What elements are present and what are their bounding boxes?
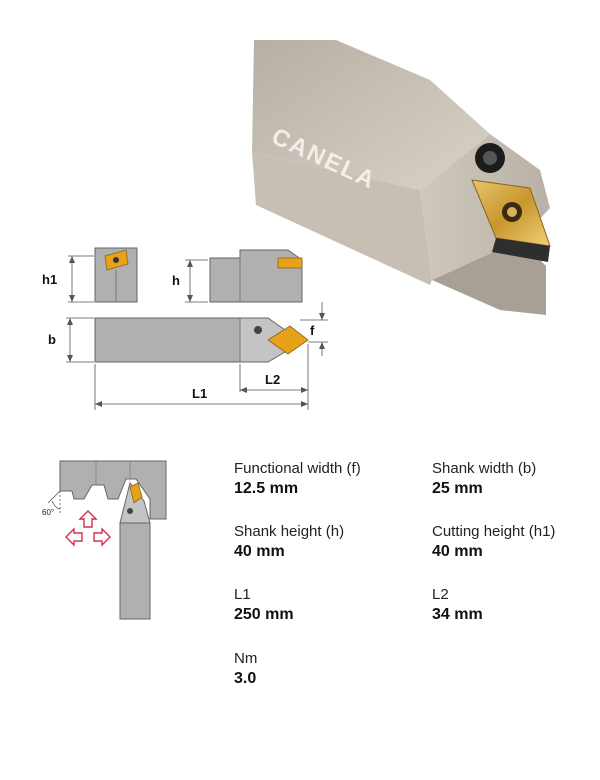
spec-functional-width: Functional width (f) 12.5 mm xyxy=(234,460,361,498)
side-view xyxy=(209,249,303,303)
angle-label: 60° xyxy=(42,508,54,517)
spec-L1: L1 250 mm xyxy=(234,586,294,624)
application-diagram: 60° xyxy=(42,460,167,620)
spec-value: 12.5 mm xyxy=(234,480,299,497)
spec-label: L1 xyxy=(234,586,251,603)
feed-direction-arrows-icon xyxy=(65,510,111,547)
spec-shank-height: Shank height (h) 40 mm xyxy=(234,523,344,561)
dim-label-h1: h1 xyxy=(42,272,57,287)
spec-value: 40 mm xyxy=(432,543,483,560)
spec-L2: L2 34 mm xyxy=(432,586,483,624)
dim-label-b: b xyxy=(48,332,56,347)
spec-label: Shank width (b) xyxy=(432,460,537,477)
spec-value: 3.0 xyxy=(234,670,257,687)
spec-cutting-height: Cutting height (h1) 40 mm xyxy=(432,523,555,561)
spec-label: Shank height (h) xyxy=(234,523,345,540)
spec-value: 40 mm xyxy=(234,543,285,560)
dim-label-f: f xyxy=(310,323,315,338)
spec-value: 25 mm xyxy=(432,480,483,497)
spec-torque: Nm 3.0 xyxy=(234,650,257,688)
spec-label: L2 xyxy=(432,586,449,603)
dim-label-h: h xyxy=(172,273,180,288)
spec-label: Nm xyxy=(234,650,258,667)
end-view xyxy=(94,247,138,303)
product-photo: CANELA xyxy=(252,40,551,315)
spec-shank-width: Shank width (b) 25 mm xyxy=(432,460,536,498)
spec-value: 34 mm xyxy=(432,606,483,623)
dim-label-L2: L2 xyxy=(265,372,280,387)
spec-label: Functional width (f) xyxy=(234,460,361,477)
top-view xyxy=(94,317,309,363)
spec-label: Cutting height (h1) xyxy=(432,523,556,540)
spec-value: 250 mm xyxy=(234,606,294,623)
dimension-drawing: h1 h b f L2 L1 xyxy=(42,247,328,410)
dim-label-L1: L1 xyxy=(192,386,207,401)
